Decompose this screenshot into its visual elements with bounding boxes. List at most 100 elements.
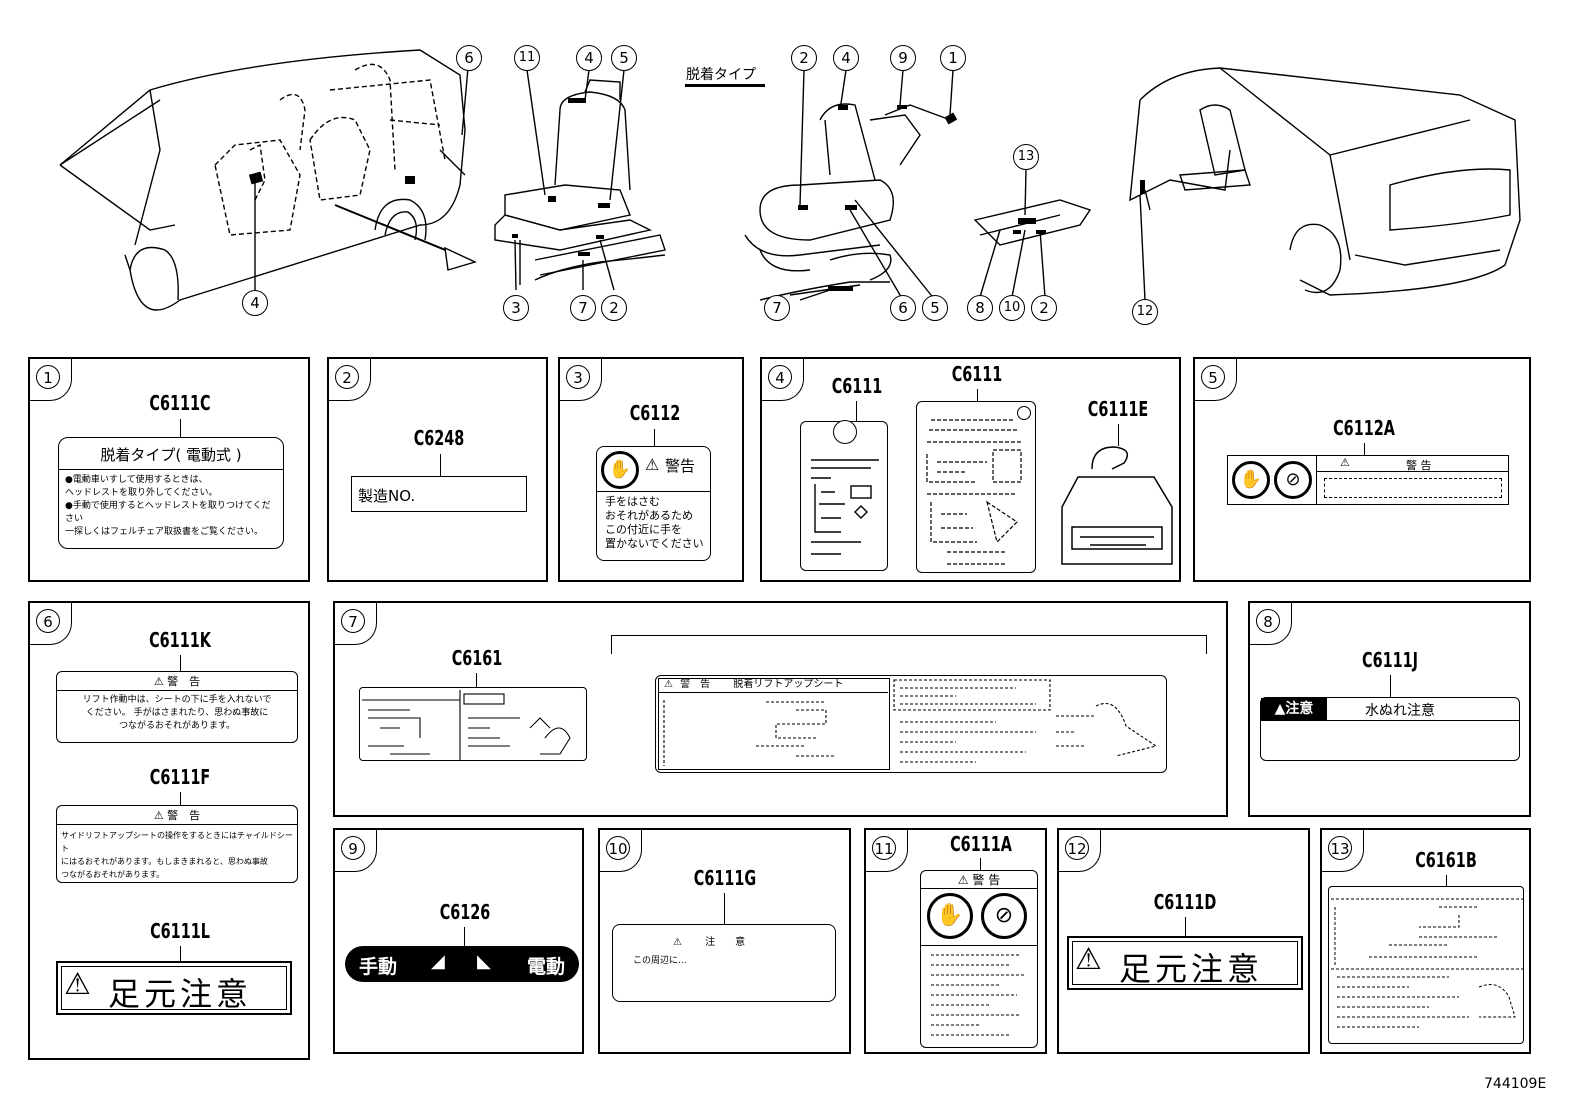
part-code: C6112	[629, 401, 681, 425]
label-line-1: ●電動車いすして使用するときは、	[65, 475, 208, 485]
serial-text: 製造NO.	[358, 487, 416, 505]
part-code: C6248	[413, 426, 465, 450]
line-1: サイドリフトアップシートの操作をするときにはチャイルドシート	[61, 831, 293, 853]
line-2: にはるおそれがあります。もしまきまれると、思わぬ事故	[61, 857, 268, 866]
panel-5: 5 C6112A ✋ ⊘ ⚠ 警 告	[1193, 357, 1531, 582]
warning-triangle-icon: ⚠	[153, 675, 168, 688]
callout-3: 3	[503, 295, 529, 321]
warn-text: 警 告	[1406, 459, 1432, 472]
panel-number: 2	[335, 365, 359, 389]
part-code-c: C6111E	[1087, 397, 1149, 421]
panel-number: 9	[341, 836, 365, 860]
label-line-4: 一探しくはフェルチェア取扱書をご覧ください。	[65, 527, 264, 537]
label-header: ⚠ 警 告	[57, 806, 297, 825]
callout-4: 4	[576, 45, 602, 71]
water-caution-text: 水ぬれ注意	[1365, 703, 1435, 719]
line-1: リフト作動中は、シートの下に手を入れないで	[82, 695, 272, 705]
label-c6111f: ⚠ 警 告 サイドリフトアップシートの操作をするときにはチャイルドシート にはる…	[56, 805, 298, 883]
callout-6: 6	[456, 45, 482, 71]
callout-9: 9	[890, 45, 916, 71]
hang-tag	[1061, 446, 1173, 565]
manual-text: 手動	[359, 956, 398, 978]
warn-line-4: 置かないでください	[605, 537, 704, 550]
line-3: つながるおそれがあります。	[61, 870, 165, 879]
label-c6111a: ⚠ 警 告 ✋ ⊘	[920, 870, 1038, 1048]
warning-triangle-icon: ⚠	[1075, 942, 1102, 977]
warning-triangle-icon: ⚠	[645, 455, 660, 474]
figure-id: 744109E	[1484, 1076, 1547, 1092]
hand-pinch-icon: ✋	[601, 451, 639, 489]
label-line: この周辺に...	[633, 956, 687, 966]
part-code-a: C6111	[831, 374, 883, 398]
callout-5: 5	[611, 45, 637, 71]
bracket	[611, 635, 1207, 654]
part-code: C6126	[439, 900, 491, 924]
warning-triangle-icon: ⚠	[673, 937, 686, 948]
switch-label: 手動 ◢ ◣ 電動	[345, 946, 579, 982]
part-code: C6111G	[693, 866, 757, 890]
callout-6b: 6	[890, 295, 916, 321]
label-c6161-small	[359, 687, 587, 761]
line-2: ください。 手がはさまれたり、思わぬ事故に	[85, 708, 269, 718]
label-c6111k: ⚠ 警 告 リフト作動中は、シートの下に手を入れないで ください。 手がはさまれ…	[56, 671, 298, 743]
caution-text: 足元注意	[108, 975, 253, 1013]
warning-triangle-icon: ⚠	[64, 967, 91, 1002]
hand-pinch-icon: ✋	[1232, 461, 1270, 499]
panel-7: 7 C6161 ⚠ 警 告 脱着リフトアップシート	[333, 601, 1228, 817]
warn-line-2: おそれがあるため	[605, 509, 693, 522]
panel-2: 2 C6248 製造NO.	[327, 357, 548, 582]
warning-triangle-icon: ⚠	[664, 679, 673, 690]
panel-number: 5	[1201, 365, 1225, 389]
vehicle-diagram	[59, 49, 1521, 311]
callout-13: 13	[1013, 144, 1039, 170]
part-code: C6111J	[1362, 648, 1418, 672]
part-code-f: C6111F	[149, 765, 211, 789]
label-header: ⚠ 注 意	[673, 937, 746, 948]
callout-11: 11	[514, 45, 540, 71]
callout-2: 2	[791, 45, 817, 71]
label-header: ⚠ 警 告 脱着リフトアップシート	[658, 678, 888, 693]
caution-badge: ▲注意	[1261, 698, 1327, 720]
label-line-2: ヘッドレストを取り外してください。	[65, 488, 218, 498]
warn-text: 警告	[665, 457, 696, 475]
panel-3: 3 C6112 ✋ ⚠ 警告 手をはさむ おそれがあるため この付近に手を 置か…	[558, 357, 744, 582]
label-c6161b	[1328, 886, 1524, 1044]
part-code-k: C6111K	[149, 628, 211, 652]
callout-8: 8	[967, 295, 993, 321]
warning-triangle-icon: ⚠	[957, 873, 973, 887]
type-label: 脱着タイプ	[686, 67, 756, 83]
callout-2b: 2	[601, 295, 627, 321]
panel-8: 8 C6111J ▲注意 水ぬれ注意	[1248, 601, 1531, 817]
top-illustration: 脱着タイプ 6 11 4 5 2 4 9 1 13 4 3 7 2 7 6 5 …	[0, 0, 1592, 345]
callout-7b: 7	[764, 295, 790, 321]
panel-4: 4 C6111 C6111 C6111E	[760, 357, 1181, 582]
label-c6111l: ⚠ 足元注意	[56, 961, 292, 1015]
callout-5b: 5	[922, 295, 948, 321]
part-code: C6161	[451, 646, 503, 670]
part-code: C6161B	[1415, 848, 1477, 872]
panel-number: 13	[1328, 836, 1352, 860]
panel-number: 4	[768, 365, 792, 389]
part-code: C6111A	[950, 832, 1012, 856]
arrow-down-left-icon: ◢	[431, 951, 445, 972]
panel-6: 6 C6111K ⚠ 警 告 リフト作動中は、シートの下に手を入れないで くださ…	[28, 601, 310, 1060]
callout-1: 1	[940, 45, 966, 71]
label-title: 脱着タイプ( 電動式 )	[59, 438, 283, 470]
panel-number: 3	[566, 365, 590, 389]
label-line-3: ●手動で使用するとヘッドレストを取りつけてください	[65, 501, 271, 524]
part-code: C6111D	[1153, 890, 1217, 914]
panel-10: 10 C6111G ⚠ 注 意 この周辺に...	[598, 828, 851, 1054]
panel-13: 13 C6161B	[1320, 828, 1531, 1054]
callout-4b: 4	[833, 45, 859, 71]
part-code-b: C6111	[951, 362, 1003, 386]
label-c6111d: ⚠ 足元注意	[1067, 936, 1303, 990]
warn-line-3: この付近に手を	[605, 523, 682, 536]
panel-number: 1	[36, 365, 60, 389]
arrow-down-right-icon: ◣	[477, 951, 491, 972]
callout-12: 12	[1132, 299, 1158, 325]
panel-number: 7	[341, 609, 365, 633]
warn-line-1: 手をはさむ	[605, 495, 660, 508]
line-3: つながるおそれがあります。	[118, 721, 236, 731]
label-c6248: 製造NO.	[351, 476, 527, 512]
label-header: ⚠ 警 告	[57, 672, 297, 691]
